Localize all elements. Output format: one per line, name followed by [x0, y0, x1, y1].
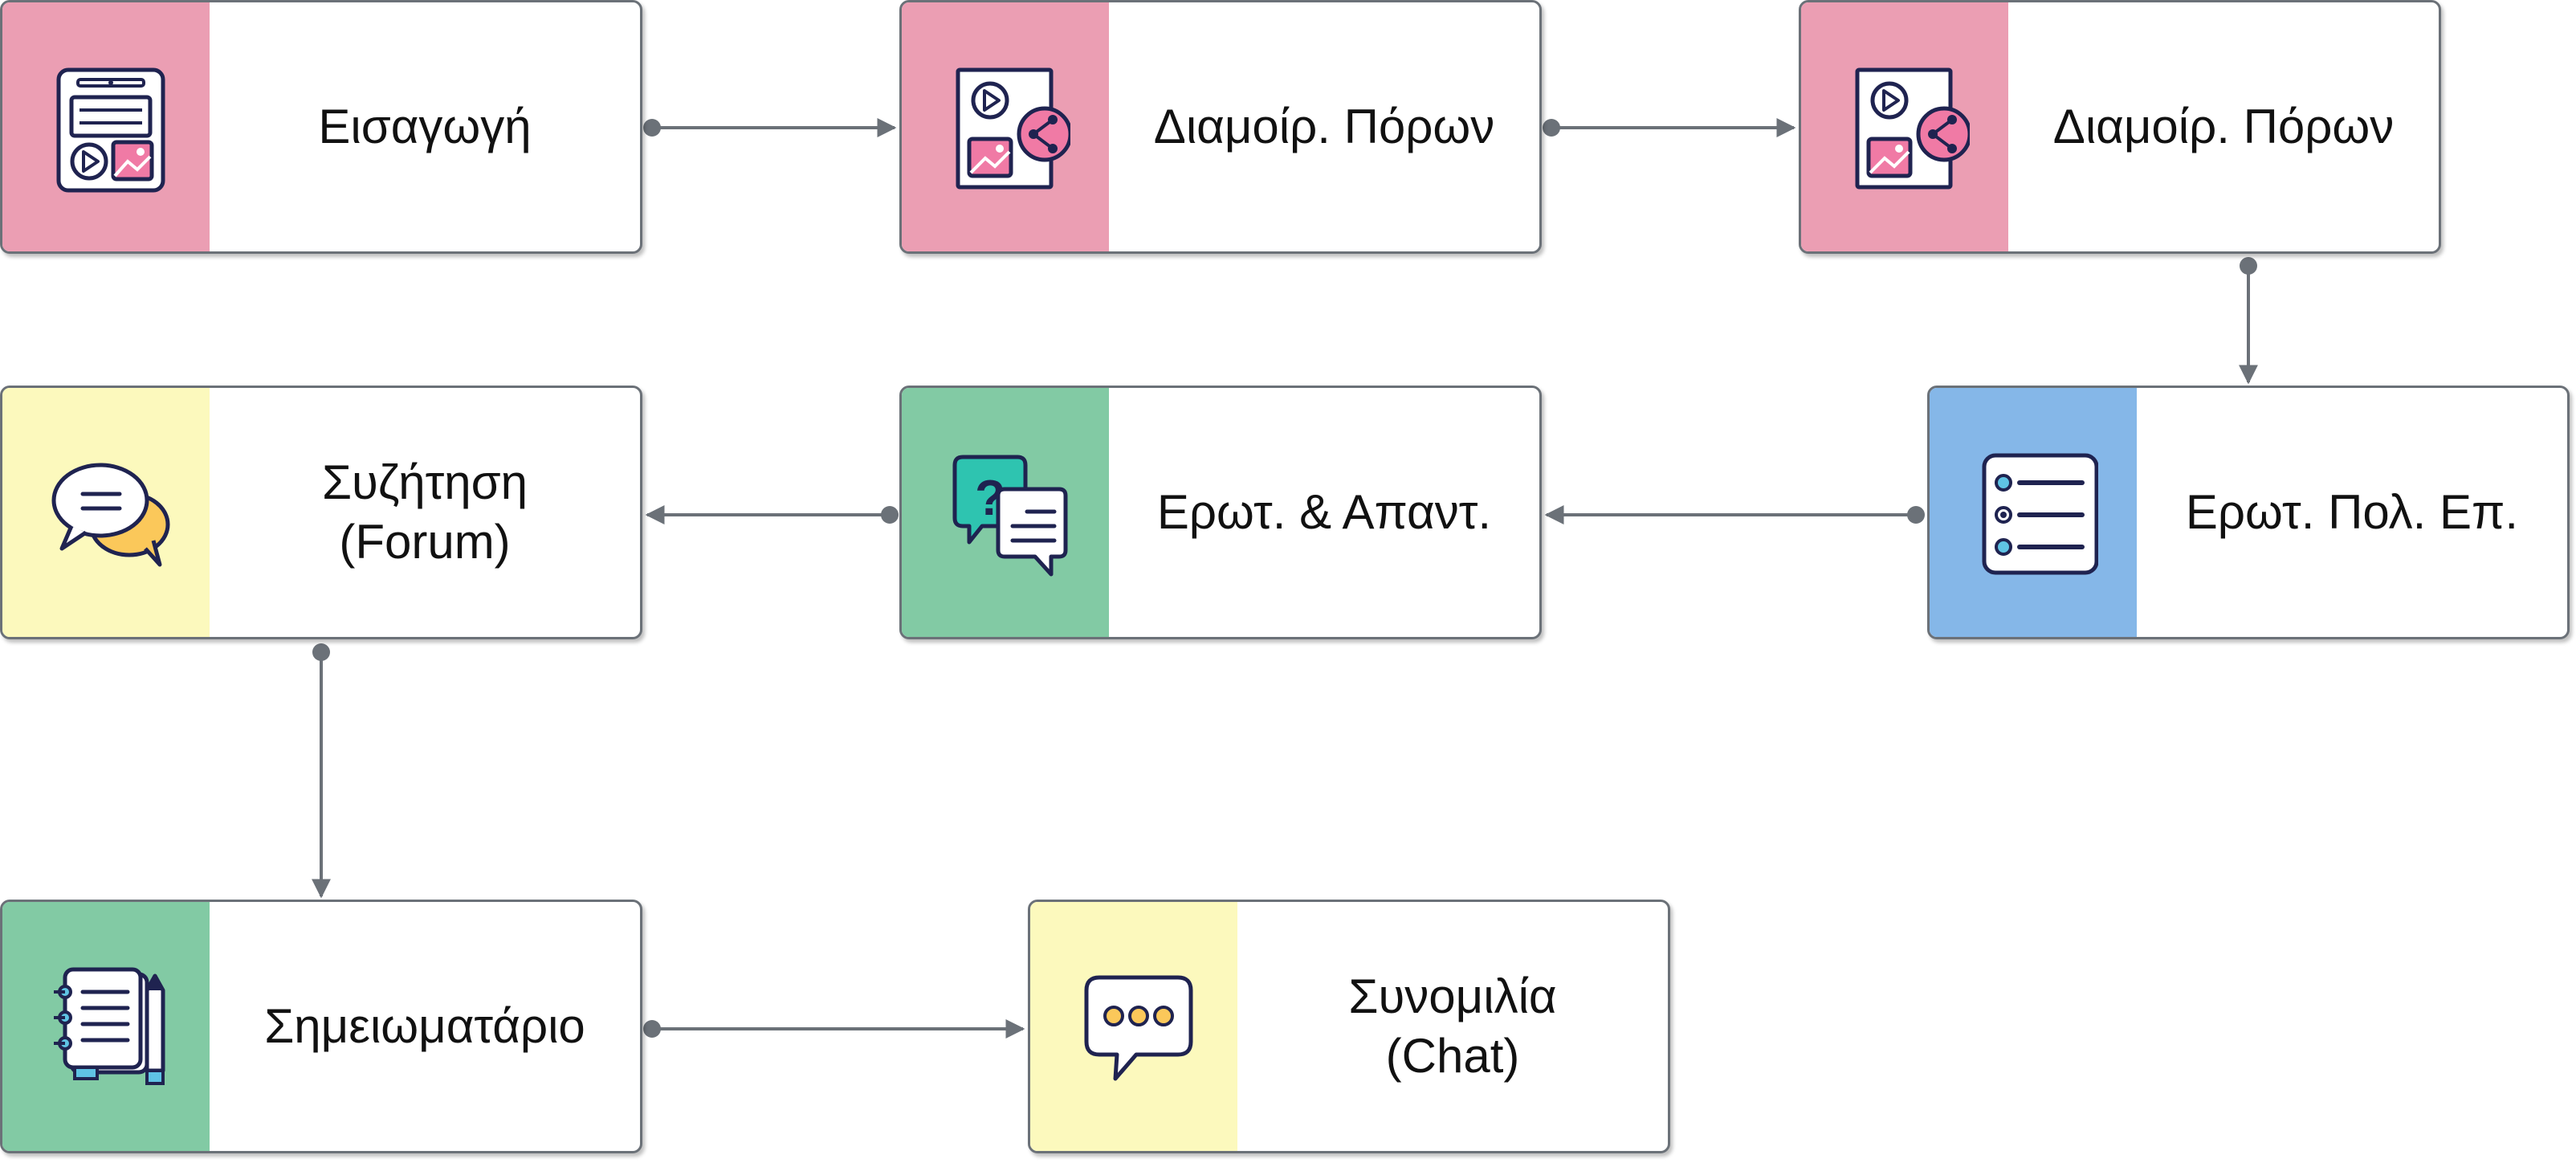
chat-bubble-icon: [1084, 975, 1193, 1081]
connector-resources1-resources2: [1543, 118, 1796, 137]
node-intro-label-line-1: Εισαγωγή: [318, 100, 532, 153]
checklist-icon: [1982, 453, 2098, 575]
node-resources-2-band: [1801, 2, 2008, 251]
node-forum-band: [2, 388, 210, 637]
node-qa-label-line-1: Ερωτ. & Απαντ.: [1156, 485, 1492, 539]
connector-intro-resources1: [643, 118, 897, 137]
node-resources-2[interactable]: Διαμοίρ. Πόρων: [1799, 0, 2441, 254]
node-quiz-label: Ερωτ. Πολ. Επ.: [2137, 388, 2567, 637]
connector-qa-forum: [645, 505, 899, 524]
node-qa-label: Ερωτ. & Απαντ.: [1109, 388, 1539, 637]
share-media-icon: [956, 67, 1070, 190]
node-chat-label: Συνομιλία (Chat): [1237, 902, 1668, 1151]
node-chat-label-line-1: Συνομιλία: [1348, 969, 1557, 1023]
node-quiz-label-line-1: Ερωτ. Πολ. Επ.: [2185, 485, 2519, 539]
node-qa[interactable]: ? Ερωτ. & Απαντ.: [899, 386, 1542, 639]
connector-resources2-quiz: [2239, 257, 2258, 385]
node-chat-band: [1030, 902, 1237, 1151]
node-intro[interactable]: Εισαγωγή: [0, 0, 642, 254]
node-forum-label-line-2: (Forum): [339, 515, 511, 569]
question-chat-icon: ?: [952, 455, 1068, 577]
learning-content-icon: [56, 67, 165, 193]
connector-quiz-qa: [1544, 505, 1925, 524]
node-quiz[interactable]: Ερωτ. Πολ. Επ.: [1927, 386, 2570, 639]
connector-forum-notebook: [312, 643, 331, 899]
node-chat-label-line-2: (Chat): [1385, 1029, 1520, 1083]
node-chat[interactable]: Συνομιλία (Chat): [1028, 900, 1670, 1153]
node-resources-1[interactable]: Διαμοίρ. Πόρων: [899, 0, 1542, 254]
notebook-pencil-icon: [54, 967, 165, 1085]
node-resources-1-band: [902, 2, 1109, 251]
node-resources-2-label-line-1: Διαμοίρ. Πόρων: [2052, 100, 2395, 153]
discussion-bubbles-icon: [51, 463, 170, 567]
node-forum[interactable]: Συζήτηση (Forum): [0, 386, 642, 639]
node-forum-label: Συζήτηση (Forum): [210, 388, 640, 637]
node-notebook[interactable]: Σημειωματάριο: [0, 900, 642, 1153]
node-qa-band: ?: [902, 388, 1109, 637]
node-quiz-band: [1930, 388, 2137, 637]
connector-notebook-chat: [643, 1019, 1025, 1039]
node-notebook-label-line-1: Σημειωματάριο: [264, 999, 585, 1053]
node-notebook-label: Σημειωματάριο: [210, 902, 640, 1151]
node-intro-label: Εισαγωγή: [210, 2, 640, 251]
node-resources-1-label: Διαμοίρ. Πόρων: [1109, 2, 1539, 251]
node-resources-2-label: Διαμοίρ. Πόρων: [2008, 2, 2439, 251]
node-notebook-band: [2, 902, 210, 1151]
node-resources-1-label-line-1: Διαμοίρ. Πόρων: [1153, 100, 1495, 153]
node-intro-band: [2, 2, 210, 251]
node-forum-label-line-1: Συζήτηση: [321, 455, 528, 509]
share-media-icon: [1855, 67, 1970, 190]
